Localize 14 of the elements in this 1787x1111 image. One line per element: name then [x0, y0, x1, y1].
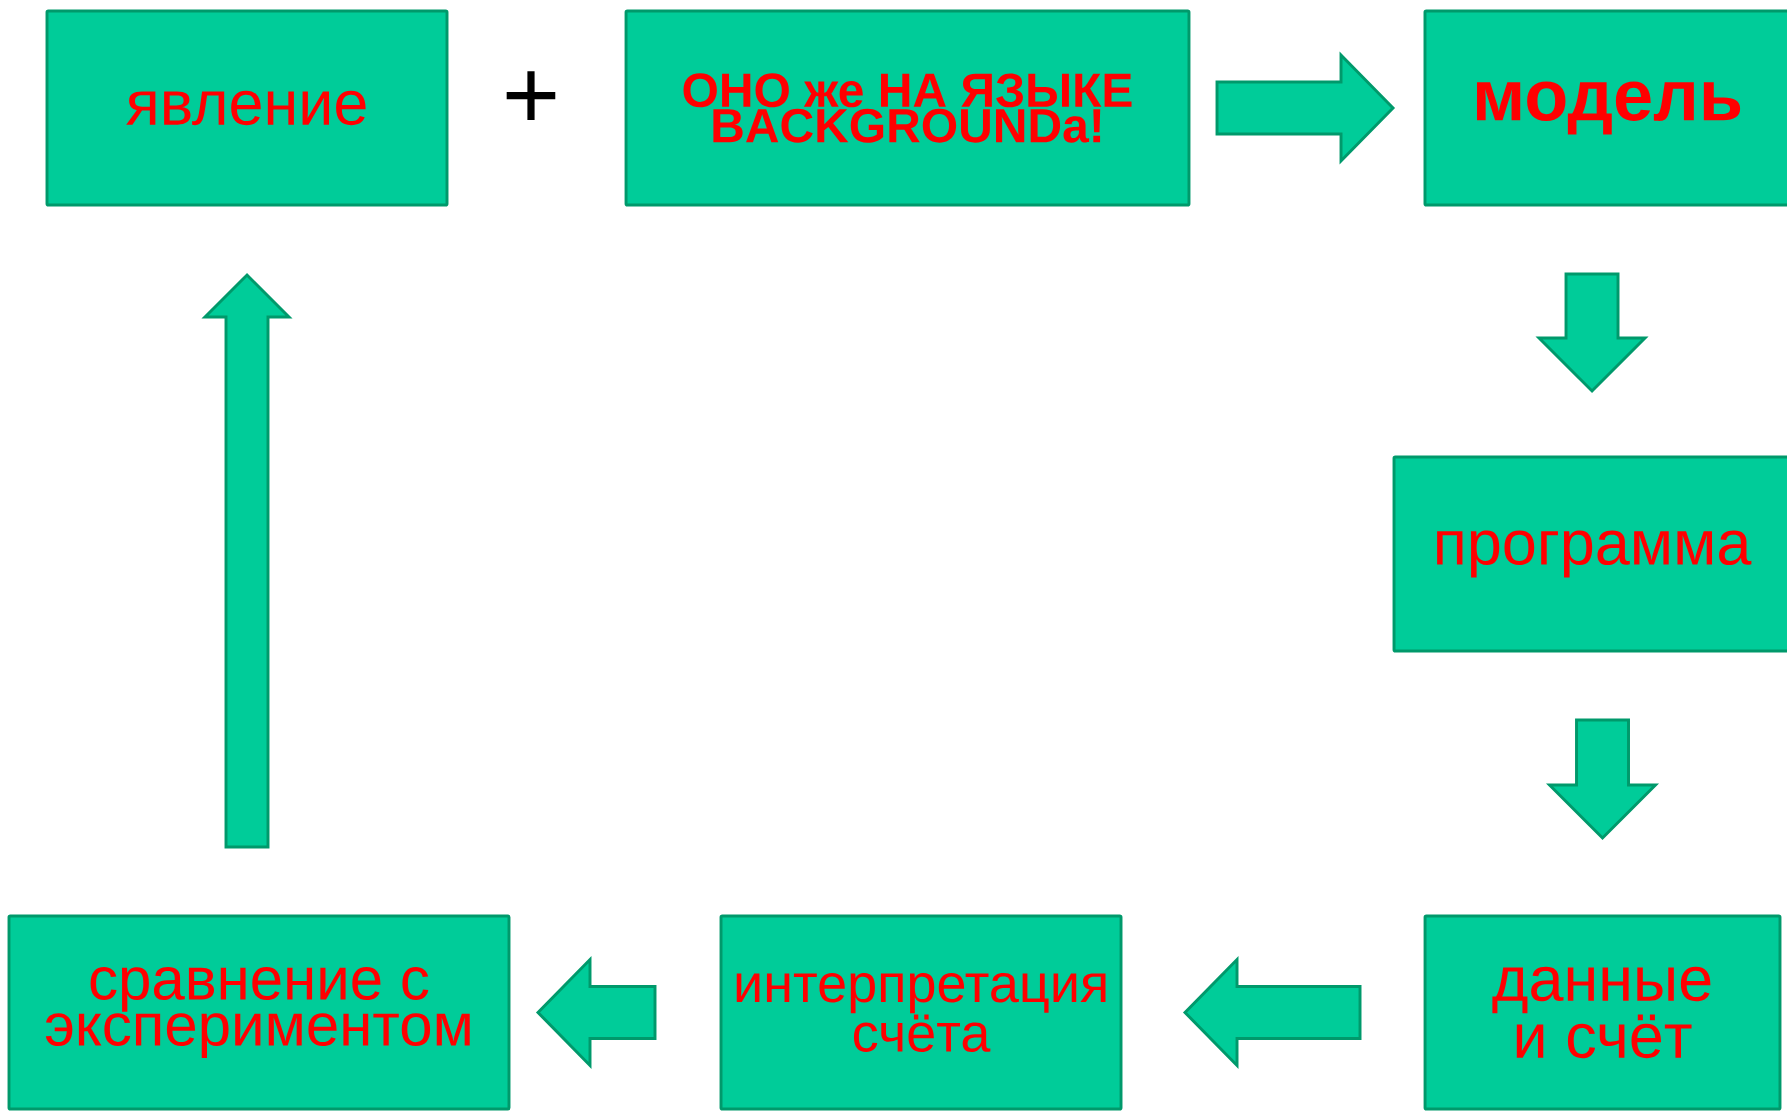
block-arrow [201, 272, 293, 849]
process-box: данные и счёт [1423, 914, 1782, 1111]
process-box: явление [45, 9, 449, 207]
block-arrow [1215, 51, 1396, 165]
process-box: сравнение с экспериментом [7, 914, 511, 1111]
block-arrow [1535, 272, 1649, 394]
process-box: ОНО же НА ЯЗЫКЕ BACKGROUNDa! [624, 9, 1191, 207]
block-arrow [1546, 718, 1660, 841]
process-box: модель [1423, 9, 1787, 207]
process-box: интерпретация счёта [719, 914, 1123, 1111]
process-box: программа [1392, 455, 1787, 653]
plus-sign: + [506, 71, 556, 121]
block-arrow [1182, 955, 1362, 1070]
block-arrow [535, 955, 657, 1070]
